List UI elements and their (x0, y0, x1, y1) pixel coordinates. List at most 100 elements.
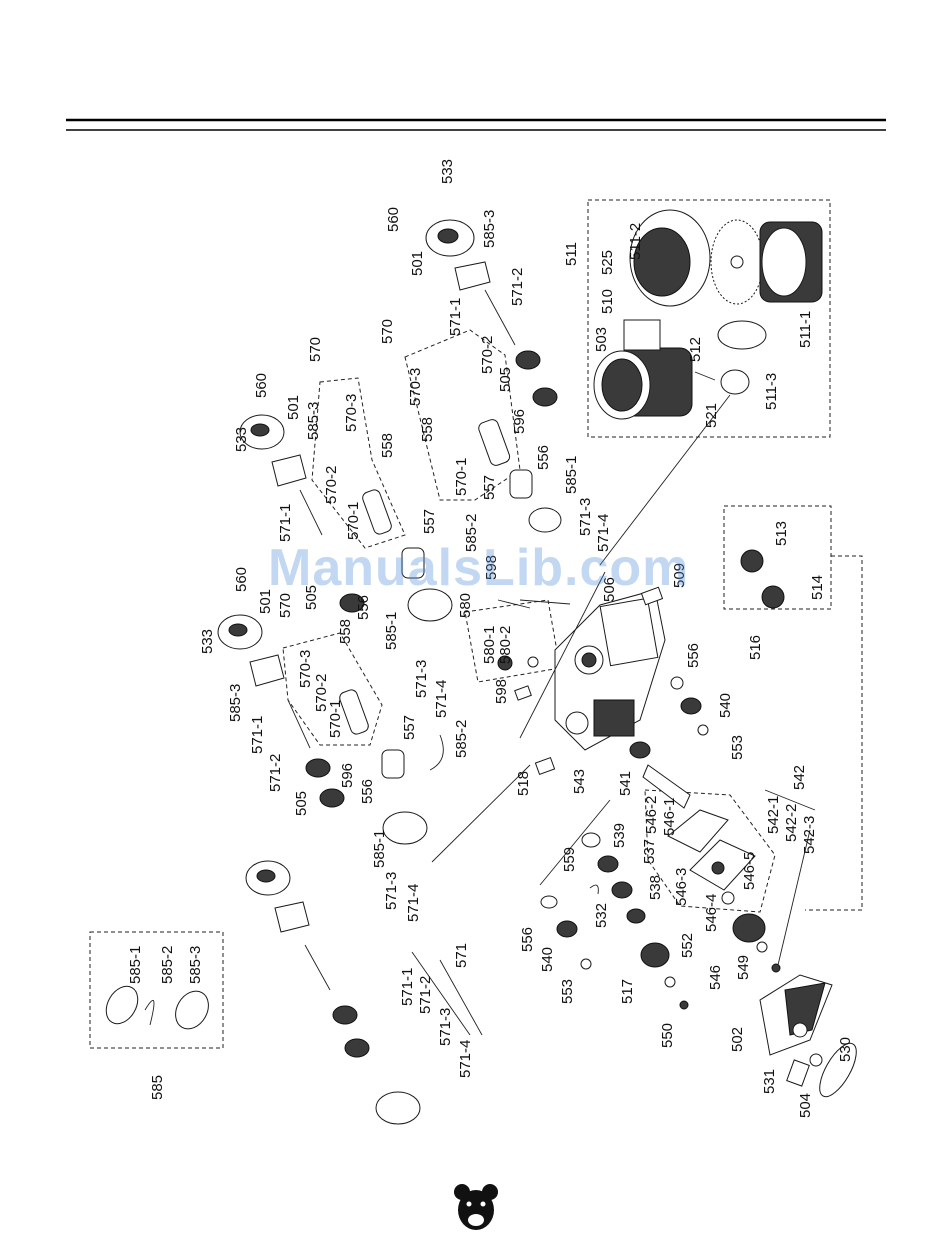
callout-570-3: 570-3 (297, 650, 314, 688)
callout-542: 542 (791, 765, 808, 790)
callout-560: 560 (233, 567, 250, 592)
callout-533: 533 (233, 427, 250, 452)
callout-553: 553 (729, 735, 746, 760)
callout-543: 543 (571, 769, 588, 794)
switch-grille (784, 982, 826, 1036)
gear-b-2 (319, 788, 345, 808)
shaft-group-box-a (311, 377, 406, 549)
leader-571-group (411, 951, 471, 1036)
callout-546-3: 546-3 (673, 868, 690, 906)
gear-517 (640, 942, 670, 968)
strain-relief (809, 1053, 823, 1067)
leader-lower-link (539, 799, 611, 886)
cover-gasket (667, 809, 729, 853)
gear-549 (732, 913, 766, 943)
callout-585-1: 585-1 (127, 946, 144, 984)
callout-531: 531 (761, 1069, 778, 1094)
callout-503: 503 (593, 327, 610, 352)
callout-538: 538 (647, 875, 664, 900)
o-ring (720, 369, 750, 395)
gear-a (339, 593, 365, 613)
callout-570: 570 (307, 337, 324, 362)
callout-501: 501 (257, 589, 274, 614)
callout-571-1: 571-1 (399, 968, 416, 1006)
callout-571-1: 571-1 (277, 504, 294, 542)
callout-506: 506 (601, 577, 618, 602)
callout-559: 559 (561, 847, 578, 872)
rod-506 (519, 599, 571, 605)
callout-598: 598 (483, 555, 500, 580)
callout-585-2: 585-2 (453, 720, 470, 758)
callout-542-2: 542-2 (783, 804, 800, 842)
washer-552 (664, 976, 676, 988)
plate-509 (640, 586, 664, 606)
gear-514 (761, 585, 785, 609)
switch-knob (792, 1022, 808, 1038)
callout-549: 549 (735, 955, 752, 980)
gearbox-cover (599, 597, 659, 667)
gear-538b (626, 908, 646, 924)
gear-540-right (680, 697, 702, 715)
callout-570-2: 570-2 (313, 674, 330, 712)
lever-group-box (464, 599, 561, 683)
spring-set-box (89, 931, 224, 1049)
callout-504: 504 (797, 1093, 814, 1118)
key-532 (589, 884, 599, 895)
nut-542 (771, 963, 781, 973)
shaft-group-box-c (404, 329, 521, 501)
callout-570-1: 570-1 (453, 458, 470, 496)
leader-motor-link (599, 394, 731, 566)
callout-585: 585 (149, 1075, 166, 1100)
clamp-body-c (274, 901, 310, 933)
motor-assembly (593, 209, 823, 420)
inset-bracket (105, 985, 139, 1025)
callout-571-2: 571-2 (267, 754, 284, 792)
callout-585-1: 585-1 (371, 830, 388, 868)
gearbox-window (593, 699, 635, 737)
callout-570-2: 570-2 (323, 466, 340, 504)
callout-511-2: 511-2 (627, 223, 644, 260)
callout-571-4: 571-4 (457, 1040, 474, 1078)
callout-501: 501 (285, 395, 302, 420)
bracket-a (407, 588, 453, 622)
callout-546-4: 546-4 (703, 894, 720, 932)
shaft-b (287, 699, 311, 749)
gearbox-port (565, 711, 589, 735)
leader-571-group-2 (439, 959, 483, 1036)
leader-585-to-body (431, 764, 531, 863)
cover-bearing (721, 891, 735, 905)
inset-spring (144, 999, 155, 1026)
switch-assembly (759, 974, 857, 1098)
callout-556: 556 (519, 927, 536, 952)
callout-571: 571 (453, 943, 470, 968)
callout-585-3: 585-3 (227, 684, 244, 722)
bushing-b (381, 749, 405, 779)
callout-513: 513 (773, 521, 790, 546)
callout-571-3: 571-3 (383, 872, 400, 910)
callout-558: 558 (379, 433, 396, 458)
gear-540-lower (556, 920, 578, 938)
callout-571-3: 571-3 (413, 660, 430, 698)
callout-585-3: 585-3 (187, 946, 204, 984)
shaft-upper (484, 289, 516, 346)
motor-shaft (694, 371, 716, 381)
callout-502: 502 (729, 1027, 746, 1052)
callout-labels: 560 533 501 585-3 571-1 571-2 511 525 51… (127, 159, 854, 1118)
clamp-cap-b-hole (228, 623, 248, 637)
gear-b (305, 758, 331, 778)
callout-517: 517 (619, 979, 636, 1004)
bushing-upper (509, 469, 533, 499)
callout-580-2: 580-2 (497, 626, 514, 664)
switch-label (786, 1059, 810, 1087)
callout-556: 556 (355, 595, 372, 620)
callout-514: 514 (809, 575, 826, 600)
callout-557: 557 (421, 509, 438, 534)
rod-598 (497, 599, 531, 609)
callout-571-2: 571-2 (509, 268, 526, 306)
callout-585-3: 585-3 (481, 210, 498, 248)
callout-511: 511 (563, 242, 580, 266)
shaft-sleeve-upper (478, 419, 511, 466)
clamp-body-b (249, 654, 285, 687)
bear-head-icon (454, 1184, 498, 1230)
